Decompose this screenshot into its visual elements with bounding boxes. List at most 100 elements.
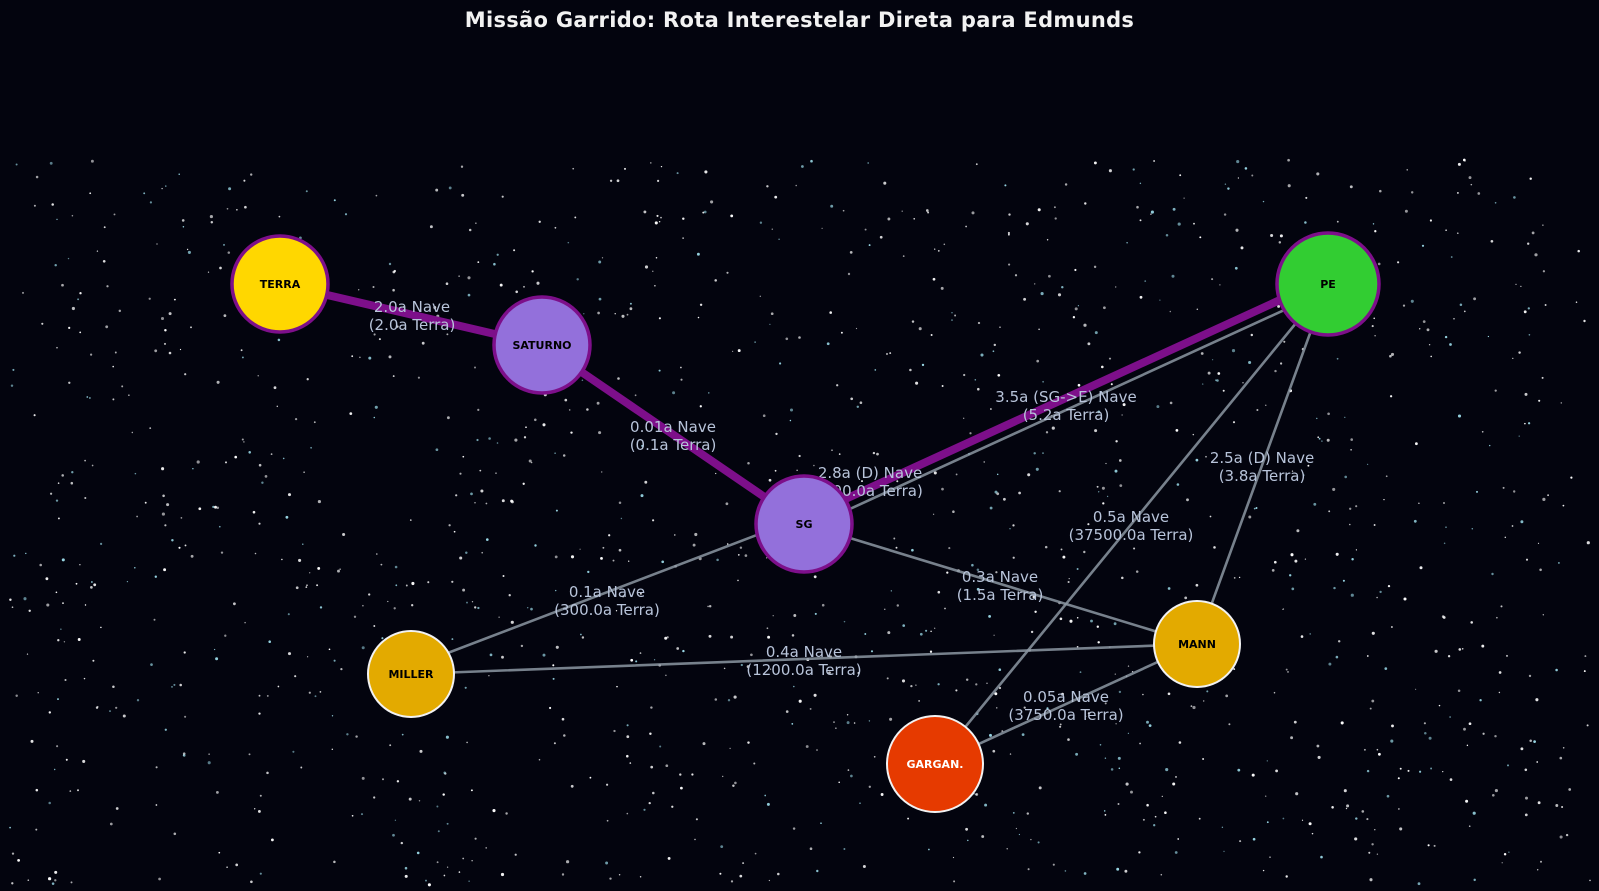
star [333, 659, 336, 662]
star [294, 675, 297, 678]
star [464, 686, 467, 689]
star [392, 288, 395, 292]
star [1477, 192, 1481, 195]
star [1542, 270, 1546, 273]
star [1186, 498, 1189, 502]
star [1321, 440, 1323, 442]
star [389, 744, 392, 747]
star [927, 211, 930, 214]
star [106, 285, 109, 288]
star [605, 861, 609, 865]
star [149, 427, 152, 429]
star [730, 880, 734, 883]
star [416, 851, 420, 855]
star [737, 579, 739, 582]
star [248, 451, 251, 454]
star [568, 409, 571, 411]
star [1046, 707, 1049, 710]
star [850, 774, 853, 778]
star [136, 699, 140, 702]
star [1018, 833, 1021, 836]
star [937, 250, 940, 252]
star [1371, 325, 1374, 328]
star [902, 624, 906, 627]
star [1177, 222, 1181, 226]
star [665, 764, 669, 768]
star [1525, 796, 1528, 800]
star [1430, 355, 1432, 358]
star [614, 313, 616, 315]
star [1398, 808, 1400, 810]
star [1449, 343, 1452, 346]
star [798, 454, 801, 458]
edge-label-terra-saturno: 2.0a Nave(2.0a Terra) [369, 298, 456, 334]
node-miller: MILLER [367, 630, 455, 718]
star [1038, 328, 1040, 331]
star [57, 482, 60, 484]
star [1052, 863, 1055, 866]
star [655, 256, 658, 259]
star [1121, 576, 1124, 580]
star [1144, 280, 1147, 282]
star [63, 641, 66, 643]
star [226, 866, 228, 869]
star [621, 314, 625, 318]
star [1010, 598, 1013, 601]
star [1583, 319, 1586, 323]
star [1150, 213, 1152, 216]
star [1094, 331, 1098, 335]
star [1023, 297, 1027, 301]
star [1032, 595, 1036, 599]
star [626, 754, 629, 758]
star [96, 250, 99, 252]
star [443, 874, 446, 877]
star [46, 603, 50, 607]
star [915, 381, 919, 385]
star [1007, 231, 1010, 235]
star [857, 671, 860, 675]
star [566, 860, 570, 864]
star [502, 575, 505, 577]
star [929, 650, 933, 653]
star [216, 380, 220, 384]
star [1529, 177, 1532, 180]
star [388, 262, 392, 266]
star [1139, 742, 1142, 745]
star [209, 215, 213, 219]
star [1372, 223, 1375, 225]
star [856, 405, 860, 409]
star [1383, 498, 1385, 501]
star [629, 302, 632, 305]
edge-label-sg-mann: 0.3a Nave(1.5a Terra) [957, 568, 1044, 604]
star [1470, 183, 1473, 186]
star [1427, 844, 1430, 847]
star [1248, 360, 1252, 365]
star [583, 313, 585, 315]
star [1009, 753, 1012, 755]
star [884, 608, 886, 610]
star [1289, 574, 1292, 577]
star [1313, 502, 1317, 506]
star [514, 438, 518, 442]
star [1453, 318, 1455, 320]
star [164, 524, 167, 527]
star [226, 207, 229, 210]
star [45, 577, 49, 581]
node-label: PE [1320, 278, 1336, 291]
star [606, 783, 609, 786]
star [616, 685, 618, 688]
star [1262, 869, 1265, 872]
star [937, 683, 940, 686]
star [1442, 770, 1444, 773]
star [1343, 789, 1347, 793]
star [1164, 811, 1167, 814]
star [374, 405, 378, 409]
star [1278, 241, 1282, 244]
star [1520, 520, 1524, 524]
star [526, 606, 529, 609]
star [766, 185, 769, 188]
star [1130, 790, 1133, 794]
star [1279, 362, 1283, 365]
